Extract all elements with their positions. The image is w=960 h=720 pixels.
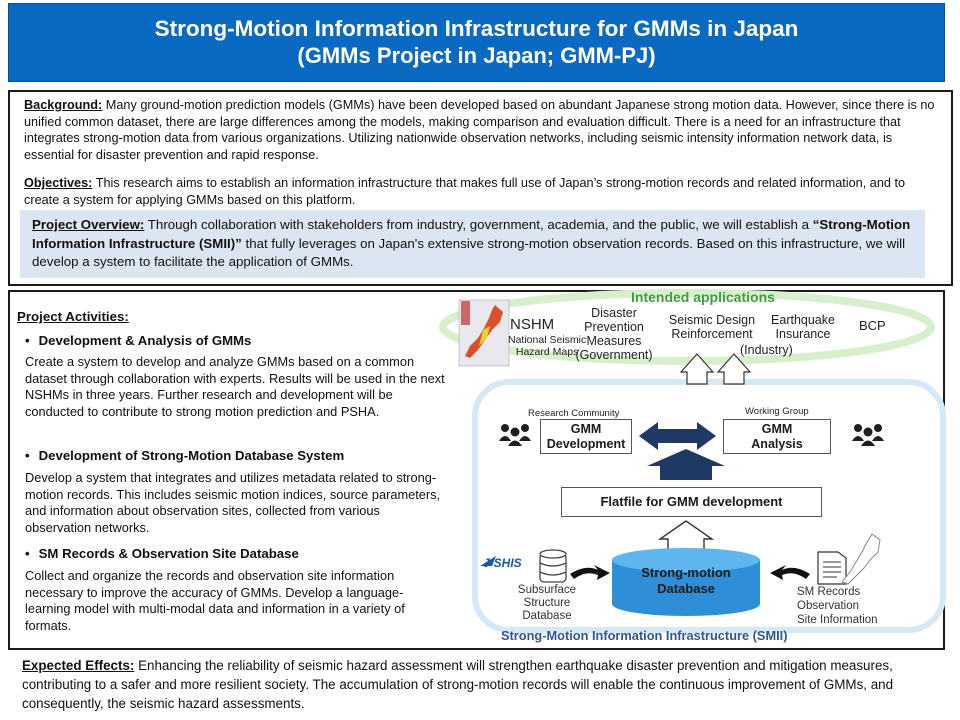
overview-highlight: “Strong-Motion Information Infrastructur… xyxy=(32,217,911,251)
overview-box: Project Overview: Through collaboration … xyxy=(20,210,925,278)
applications-ellipse xyxy=(439,289,935,365)
smii-label: Strong-Motion Information Infrastructure… xyxy=(501,628,788,643)
activity-3-title: • SM Records & Observation Site Database xyxy=(25,546,299,561)
people-icon-left xyxy=(499,424,531,446)
subsurface-line-2: Structure xyxy=(523,597,571,609)
double-arrow xyxy=(639,422,716,450)
gmm-analysis-line-1: GMM xyxy=(761,422,793,436)
bullet-icon: • xyxy=(25,333,30,348)
document-icon xyxy=(817,551,847,585)
nshm-label: NSHM xyxy=(510,316,555,333)
disaster-line-3: Measures xyxy=(586,334,642,348)
nshm-sub-1: National Seismic xyxy=(508,334,587,346)
effects-paragraph: Expected Effects: Enhancing the reliabil… xyxy=(22,656,942,713)
curved-arrow-left xyxy=(570,565,610,580)
jshis-logo-mark xyxy=(480,556,496,566)
up-arrow-navy xyxy=(647,449,725,480)
activity-1-title-text: Development & Analysis of GMMs xyxy=(38,333,252,348)
overview-paragraph: Project Overview: Through collaboration … xyxy=(32,216,917,272)
gmm-development-line-2: Development xyxy=(546,436,626,451)
activity-2-title: • Development of Strong-Motion Database S… xyxy=(25,448,344,463)
overview-label: Project Overview: xyxy=(32,217,145,232)
sm-records-label: SM Records Observation Site Information xyxy=(797,585,878,627)
background-text: Many ground-motion prediction models (GM… xyxy=(24,98,935,162)
activity-1-title: • Development & Analysis of GMMs xyxy=(25,333,251,348)
server-icon xyxy=(539,549,567,583)
research-community-label: Research Community xyxy=(528,408,620,419)
objectives-text: This research aims to establish an infor… xyxy=(24,176,906,207)
bcp-label: BCP xyxy=(859,318,886,333)
objectives-label: Objectives: xyxy=(24,176,93,190)
up-arrow-left xyxy=(679,353,715,385)
gmm-development-box: GMM Development xyxy=(540,419,632,454)
database-label: Strong-motion Database xyxy=(612,565,760,596)
disaster-line-4: (Government) xyxy=(575,348,653,362)
nshm-sub: National Seismic Hazard Maps xyxy=(508,334,586,358)
sm-records-line-1: SM Records xyxy=(797,586,861,598)
industry-label: (Industry) xyxy=(740,343,793,357)
gmm-development-line-1: GMM xyxy=(570,422,602,436)
sm-records-line-2: Observation xyxy=(797,600,860,612)
disaster-line-2: Prevention xyxy=(584,320,644,334)
activity-1-text: Create a system to develop and analyze G… xyxy=(25,354,445,419)
people-icon-right xyxy=(852,424,884,446)
activity-2-title-text: Development of Strong-Motion Database Sy… xyxy=(38,448,345,463)
gmm-analysis-line-2: Analysis xyxy=(751,436,803,451)
jshis-logo: J-SHIS xyxy=(483,556,522,570)
seismic-line-1: Seismic Design xyxy=(668,313,756,327)
bullet-icon: • xyxy=(25,546,30,561)
database-line-2: Database xyxy=(657,580,715,596)
objectives-paragraph: Objectives: This research aims to establ… xyxy=(24,175,939,208)
disaster-line-1: Disaster xyxy=(591,306,637,320)
sm-records-line-3: Site Information xyxy=(797,614,878,626)
seismic-design-label: Seismic Design Reinforcement xyxy=(663,313,761,341)
title-banner: Strong-Motion Information Infrastructure… xyxy=(8,3,945,82)
effects-label: Expected Effects: xyxy=(22,658,135,673)
working-group-label: Working Group xyxy=(745,406,809,417)
title-line-1: Strong-Motion Information Infrastructure… xyxy=(154,16,799,41)
hazard-map-thumbnail xyxy=(458,299,510,367)
subsurface-line-3: Database xyxy=(522,610,572,622)
overview-text-before: Through collaboration with stakeholders … xyxy=(144,217,813,232)
insurance-line-2: Insurance xyxy=(775,327,831,341)
activities-heading: Project Activities: xyxy=(17,309,129,324)
subsurface-line-1: Subsurface xyxy=(517,584,577,596)
subsurface-label: Subsurface Structure Database xyxy=(512,584,582,623)
background-paragraph: Background: Many ground-motion predictio… xyxy=(24,97,939,163)
database-line-1: Strong-motion xyxy=(641,565,731,580)
bullet-icon: • xyxy=(25,448,30,463)
activity-3-text: Collect and organize the records and obs… xyxy=(25,568,405,633)
disaster-prevention-label: Disaster Prevention Measures (Government… xyxy=(575,306,653,362)
insurance-line-1: Earthquake xyxy=(771,313,835,327)
background-label: Background: xyxy=(24,98,103,112)
flatfile-box: Flatfile for GMM development xyxy=(561,487,822,517)
activity-2-text: Develop a system that integrates and uti… xyxy=(25,470,441,535)
curved-arrow-right xyxy=(770,565,810,580)
overview-text-after: that fully leverages on Japan's extensiv… xyxy=(32,235,906,270)
seismic-line-2: Reinforcement xyxy=(671,327,753,341)
nshm-sub-2: Hazard Maps xyxy=(515,346,579,358)
intro-box: Background: Many ground-motion predictio… xyxy=(8,90,953,286)
effects-text: Enhancing the reliability of seismic haz… xyxy=(22,658,894,711)
gmm-analysis-box: GMM Analysis xyxy=(723,419,831,454)
database-cylinder xyxy=(612,548,760,616)
title-line-2: (GMMs Project in Japan; GMM-PJ) xyxy=(297,43,656,68)
insurance-label: Earthquake Insurance xyxy=(765,313,841,341)
japan-map-icon xyxy=(841,533,881,585)
up-arrow-right xyxy=(716,353,752,385)
intended-applications-title: Intended applications xyxy=(631,289,775,305)
activity-3-title-text: SM Records & Observation Site Database xyxy=(38,546,299,561)
